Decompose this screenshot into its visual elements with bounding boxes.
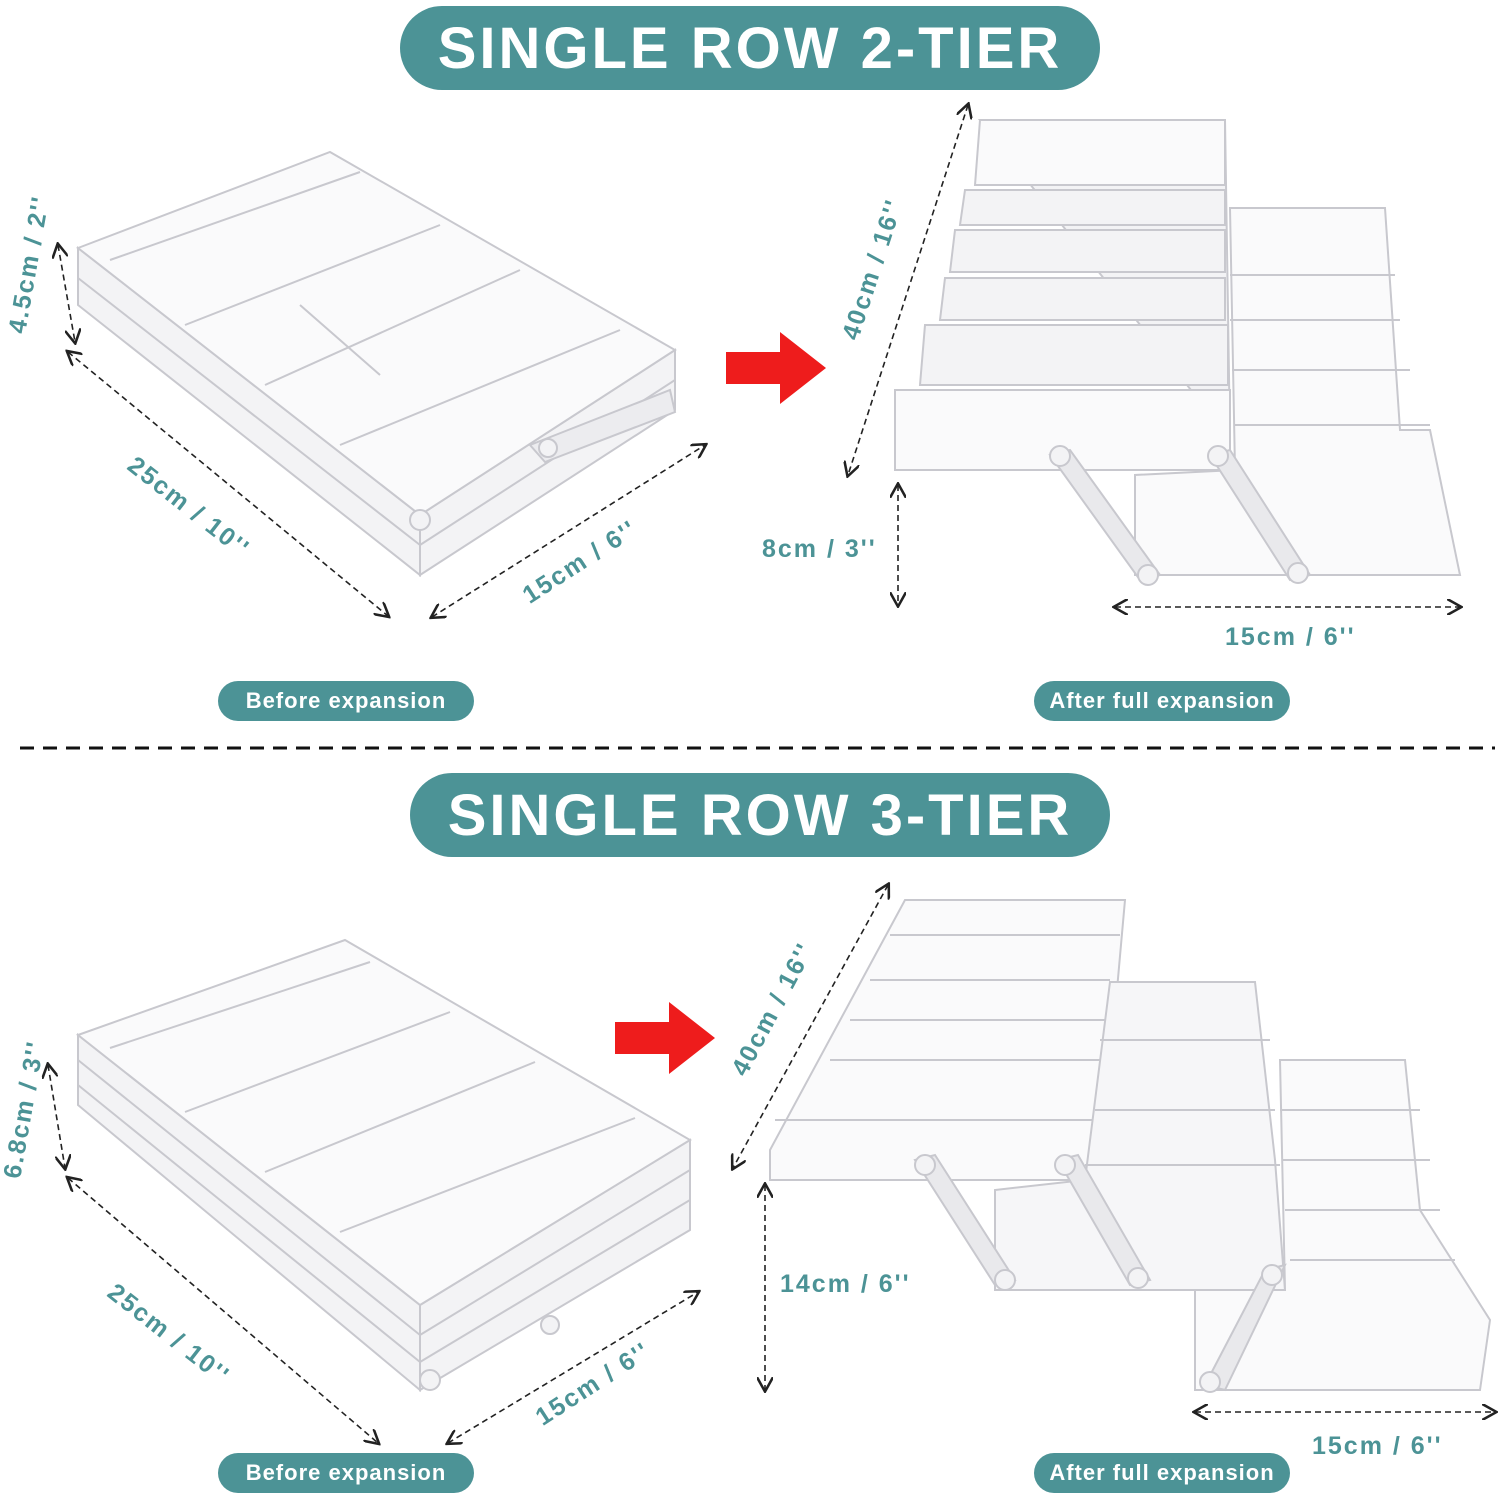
width-dimension: 15cm / 6'': [1225, 623, 1356, 651]
after-expansion-label: After full expansion: [1034, 681, 1290, 721]
red-arrow-icon: [726, 332, 826, 404]
height-dimension: 14cm / 6'': [780, 1270, 911, 1298]
expanded-tray-2tier: [894, 119, 1462, 586]
section-title-3tier: SINGLE ROW 3-TIER: [410, 773, 1110, 857]
after-expansion-label: After full expansion: [1034, 1453, 1290, 1493]
expanded-tray-3tier: [769, 899, 1492, 1393]
before-expansion-label: Before expansion: [218, 681, 474, 721]
dimension-lines: [48, 105, 1495, 1443]
folded-tray-2tier: [75, 150, 677, 578]
section-title-2tier: SINGLE ROW 2-TIER: [400, 6, 1100, 90]
red-arrow-icon: [615, 1002, 715, 1074]
height-dimension: 8cm / 3'': [762, 535, 877, 563]
before-expansion-label: Before expansion: [218, 1453, 474, 1493]
width-dimension: 15cm / 6'': [1312, 1432, 1443, 1460]
